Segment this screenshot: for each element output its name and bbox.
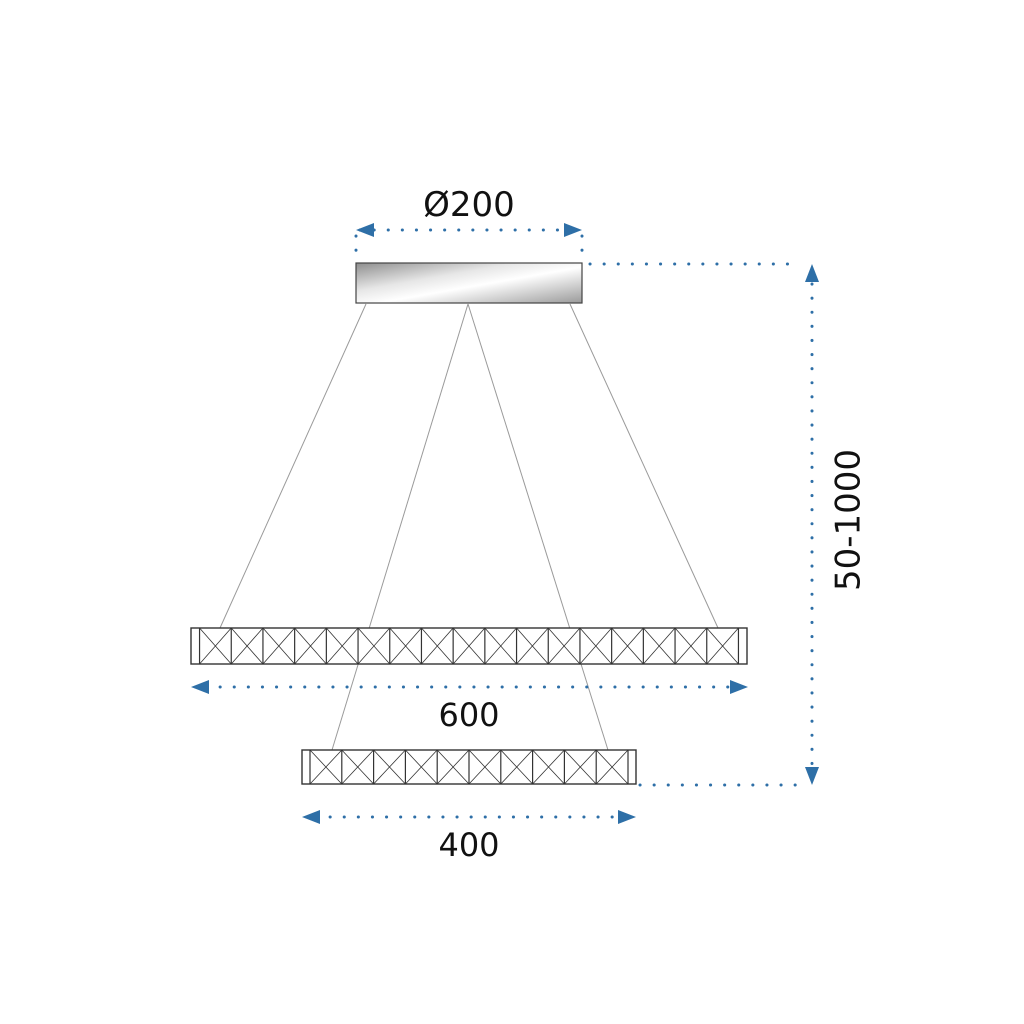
small-ring-crystal-cross bbox=[405, 749, 438, 785]
canopy-diameter-label: Ø200 bbox=[423, 185, 515, 225]
small-ring-crystal-cross bbox=[468, 749, 502, 785]
small-ring-width-label: 400 bbox=[438, 826, 499, 864]
large-ring-crystal-cross bbox=[706, 627, 739, 665]
small-ring-crystal-cross bbox=[532, 749, 565, 785]
ceiling-canopy bbox=[355, 262, 583, 304]
arrowhead-right-icon bbox=[618, 810, 636, 824]
large-ring-crystal-cross bbox=[357, 627, 391, 665]
large-ring-crystal-cross bbox=[516, 627, 549, 665]
large-ring-width-label: 600 bbox=[438, 696, 499, 734]
large-ring-crystal-cross bbox=[484, 627, 517, 665]
arrowhead-down-icon bbox=[805, 767, 819, 785]
large-ring-crystal-cross bbox=[611, 627, 644, 665]
small-ring-crystal-cross bbox=[564, 749, 597, 785]
large-ring-crystal-cross bbox=[643, 627, 676, 665]
small-ring-crystal-cross bbox=[341, 749, 374, 785]
arrowhead-right-icon bbox=[730, 680, 748, 694]
small-crystal-ring bbox=[301, 749, 637, 785]
large-ring-crystal-cross bbox=[294, 627, 327, 665]
wire-left-outer bbox=[219, 303, 367, 629]
small-ring-crystal-cross bbox=[500, 749, 533, 785]
large-ring-crystal-cross bbox=[230, 627, 264, 665]
height-range-label: 50-1000 bbox=[829, 449, 869, 591]
small-ring-crystal-cross bbox=[595, 749, 629, 785]
wire-left-inner bbox=[331, 303, 469, 751]
large-ring-crystal-cross bbox=[421, 627, 454, 665]
wire-right-inner bbox=[467, 303, 609, 751]
large-ring-crystal-cross bbox=[452, 627, 486, 665]
small-ring-crystal-cross bbox=[309, 749, 343, 785]
large-ring-crystal-cross bbox=[199, 627, 232, 665]
arrowhead-up-icon bbox=[805, 264, 819, 282]
large-ring-crystal-cross bbox=[326, 627, 359, 665]
arrowhead-left-icon bbox=[356, 223, 374, 237]
dimension-lines bbox=[191, 223, 819, 824]
arrowhead-left-icon bbox=[191, 680, 209, 694]
large-ring-crystal-cross bbox=[389, 627, 422, 665]
suspension-wires bbox=[219, 303, 719, 751]
arrowhead-left-icon bbox=[302, 810, 320, 824]
large-crystal-ring bbox=[190, 627, 748, 665]
arrowhead-right-icon bbox=[564, 223, 582, 237]
large-ring-crystal-cross bbox=[547, 627, 581, 665]
large-ring-crystal-cross bbox=[674, 627, 708, 665]
large-ring-crystal-cross bbox=[579, 627, 612, 665]
wire-right-outer bbox=[569, 303, 719, 629]
small-ring-crystal-cross bbox=[436, 749, 470, 785]
small-ring-crystal-cross bbox=[373, 749, 406, 785]
large-ring-crystal-cross bbox=[262, 627, 295, 665]
